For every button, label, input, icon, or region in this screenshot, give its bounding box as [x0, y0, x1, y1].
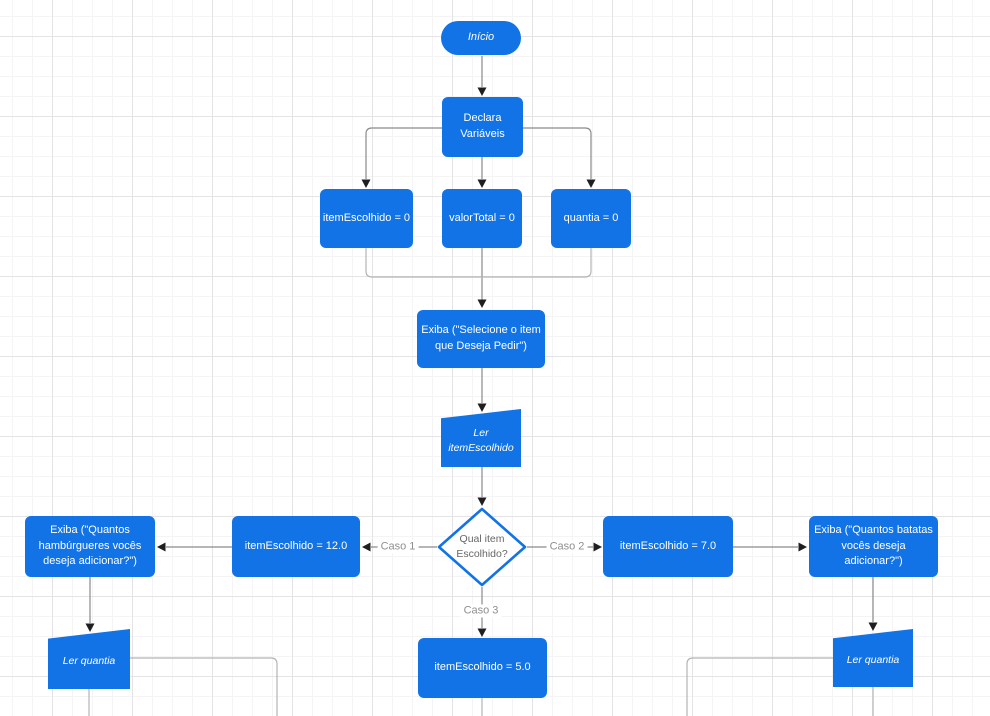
node-case1-assign[interactable]: itemEscolhido = 12.0 — [232, 516, 360, 577]
node-decision-item[interactable]: Qual item Escolhido? — [437, 507, 527, 587]
node-case2-assign-label: itemEscolhido = 7.0 — [619, 539, 717, 552]
node-read-item-escolhido-label: Ler itemEscolhido — [448, 426, 514, 454]
edge-declare-to-valortotal0[interactable] — [477, 157, 487, 188]
node-case2-assign[interactable]: itemEscolhido = 7.0 — [603, 516, 733, 577]
edge-declare-to-itemescolhido0[interactable] — [361, 127, 443, 188]
node-declare-vars-label: Declara Variáveis — [460, 112, 505, 140]
node-case1-read-quantia[interactable]: Ler quantia — [48, 629, 130, 689]
node-case3-assign-label: itemEscolhido = 5.0 — [434, 661, 531, 674]
node-display-select-item-label: Exiba ("Selecione o item que Deseja Pedi… — [421, 324, 541, 352]
node-case2-display-label: Exiba ("Quantos batatas vocês deseja adi… — [814, 523, 933, 568]
edge-merge-to-display-select[interactable] — [477, 248, 487, 308]
node-case2-read-quantia-label: Ler quantia — [846, 654, 900, 667]
node-var-item-escolhido[interactable]: itemEscolhido = 0 — [320, 189, 413, 248]
edge-variables-merge[interactable] — [365, 248, 592, 278]
edge-start-to-declare[interactable] — [477, 56, 487, 96]
node-declare-vars[interactable]: Declara Variáveis — [442, 97, 523, 157]
node-case3-assign[interactable]: itemEscolhido = 5.0 — [418, 638, 547, 698]
edge-read-item-to-decision[interactable] — [477, 467, 487, 506]
node-var-quantia[interactable]: quantia = 0 — [551, 189, 631, 248]
edge-caso2-assign-to-display[interactable] — [733, 542, 807, 552]
node-case1-display-label: Exiba ("Quantos hambúrgueres vocês desej… — [38, 523, 142, 568]
edge-label-caso3[interactable]: Caso 3 — [460, 604, 502, 618]
edge-caso2-display-to-read[interactable] — [868, 577, 878, 631]
node-display-select-item[interactable]: Exiba ("Selecione o item que Deseja Pedi… — [417, 310, 545, 368]
edge-display-select-to-read-item[interactable] — [477, 368, 487, 412]
node-start[interactable]: Início — [441, 21, 521, 55]
node-var-valor-total-label: valorTotal = 0 — [449, 211, 515, 224]
edge-caso1-display-to-read[interactable] — [85, 577, 95, 632]
node-case1-display[interactable]: Exiba ("Quantos hambúrgueres vocês desej… — [25, 516, 155, 577]
node-var-quantia-label: quantia = 0 — [563, 211, 619, 224]
edge-label-caso1[interactable]: Caso 1 — [377, 540, 419, 554]
node-case1-assign-label: itemEscolhido = 12.0 — [244, 539, 348, 552]
node-read-item-escolhido[interactable]: Ler itemEscolhido — [441, 409, 521, 467]
edge-caso1-assign-to-display[interactable] — [157, 542, 232, 552]
edge-declare-to-quantia0[interactable] — [523, 127, 596, 188]
node-case2-read-quantia[interactable]: Ler quantia — [833, 629, 913, 687]
node-decision-item-label: Qual item Escolhido? — [456, 532, 508, 560]
edge-label-caso2[interactable]: Caso 2 — [546, 540, 588, 554]
node-case1-read-quantia-label: Ler quantia — [62, 655, 116, 668]
node-var-valor-total[interactable]: valorTotal = 0 — [442, 189, 522, 248]
node-var-item-escolhido-label: itemEscolhido = 0 — [322, 211, 411, 224]
node-start-label: Início — [467, 31, 495, 44]
node-case2-display[interactable]: Exiba ("Quantos batatas vocês deseja adi… — [809, 516, 938, 577]
diamond-shape — [437, 507, 527, 587]
